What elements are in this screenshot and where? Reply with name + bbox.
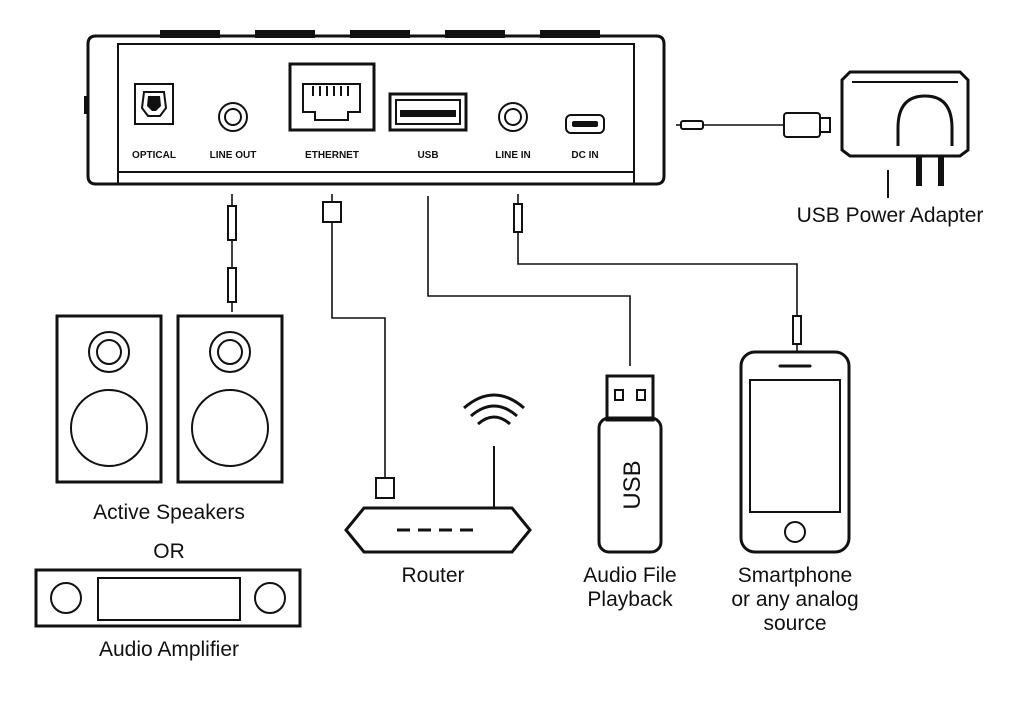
- optical-label: OPTICAL: [132, 150, 176, 161]
- usb-port: [388, 92, 468, 132]
- speaker-left: [55, 314, 163, 484]
- line-out-cable: [227, 194, 237, 312]
- wifi-icon: [477, 415, 511, 426]
- usb-label: USB: [417, 150, 438, 161]
- line-in-label: LINE IN: [495, 150, 531, 161]
- line-in-jack: [498, 102, 528, 132]
- main-device: [84, 30, 666, 186]
- audio-file-label-line1: Audio File: [583, 564, 676, 587]
- line-out-jack: [218, 102, 248, 132]
- ethernet-label: ETHERNET: [305, 150, 359, 161]
- or-label: OR: [153, 540, 185, 563]
- smartphone-label-line2: or any analog: [731, 588, 858, 611]
- audio-file-label-line2: Playback: [587, 588, 673, 611]
- smartphone: [739, 350, 851, 554]
- dc-in-port: [565, 114, 605, 134]
- usb-drive-text: USB: [619, 460, 646, 509]
- ethernet-cable: [322, 194, 395, 499]
- speaker-right: [176, 314, 284, 484]
- router: [344, 393, 532, 554]
- amplifier-label: Audio Amplifier: [99, 638, 239, 661]
- usb-cable: [427, 196, 631, 366]
- speakers-label: Active Speakers: [93, 501, 245, 524]
- smartphone-label-line3: source: [763, 612, 826, 635]
- usb-drive: USB: [597, 374, 663, 554]
- line-in-cable: [513, 194, 802, 352]
- optical-port: [134, 83, 174, 125]
- power-adapter-label: USB Power Adapter: [797, 204, 984, 227]
- audio-amplifier: [34, 568, 302, 628]
- usb-power-adapter: [676, 70, 970, 198]
- line-out-label: LINE OUT: [210, 150, 257, 161]
- dc-in-label: DC IN: [571, 150, 598, 161]
- smartphone-label-line1: Smartphone: [738, 564, 852, 587]
- router-label: Router: [401, 564, 464, 587]
- ethernet-port: [288, 62, 376, 132]
